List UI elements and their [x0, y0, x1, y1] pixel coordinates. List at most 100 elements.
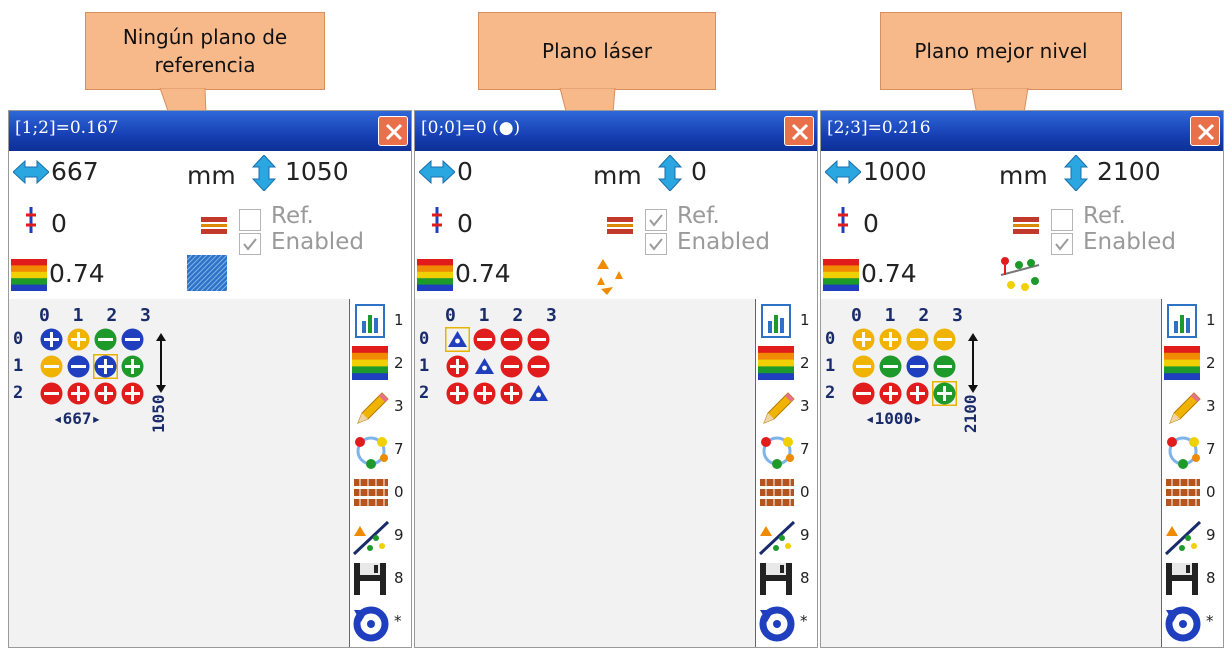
- callout-best-level-plane: Plano mejor nivel: [880, 12, 1122, 90]
- toolbar-button-save[interactable]: [758, 561, 798, 601]
- grid-cell-minus[interactable]: [499, 354, 524, 379]
- toolbar-button-ruler-stack[interactable]: [352, 475, 392, 515]
- enabled-checkbox[interactable]: [1051, 233, 1073, 255]
- grid-cell-plus[interactable]: [905, 381, 930, 406]
- toolbar-button-plane-tool[interactable]: [1164, 518, 1204, 558]
- toolbar-button-undo[interactable]: [1164, 604, 1204, 644]
- toolbar-button-report[interactable]: [758, 303, 798, 343]
- ref-checkbox[interactable]: [1051, 209, 1073, 231]
- callout-line2: referencia: [154, 53, 256, 77]
- toolbar-button-ruler-stack[interactable]: [758, 475, 798, 515]
- grid-width-label: ◂1000▸: [865, 409, 923, 428]
- grid-cell-minus[interactable]: [851, 354, 876, 379]
- grid-cell-triangle[interactable]: [472, 354, 497, 379]
- toolbar-button-report[interactable]: [352, 303, 392, 343]
- close-button[interactable]: [1190, 116, 1220, 146]
- horizontal-spacing-value[interactable]: 0: [457, 157, 473, 186]
- best-level-plane-icon[interactable]: [999, 255, 1041, 299]
- grid-cell-plus[interactable]: [445, 354, 470, 379]
- grid-cell-minus[interactable]: [472, 327, 497, 352]
- color-scale-value[interactable]: 0.74: [861, 259, 917, 288]
- grid-cell-minus[interactable]: [526, 354, 551, 379]
- grid-cell-minus[interactable]: [851, 381, 876, 406]
- toolbar-button-color-scale[interactable]: [1164, 346, 1204, 386]
- tilt-value[interactable]: 0: [863, 209, 879, 238]
- ref-checkbox[interactable]: [645, 209, 667, 231]
- grid-cell-minus[interactable]: [878, 354, 903, 379]
- grid-cell-triangle[interactable]: [526, 381, 551, 406]
- grid-cell-minus[interactable]: [120, 327, 145, 352]
- color-scale-value[interactable]: 0.74: [455, 259, 511, 288]
- grid-cell-plus[interactable]: [39, 327, 64, 352]
- grid-cell-plus[interactable]: [93, 381, 118, 406]
- toolbar-button-plane-tool[interactable]: [352, 518, 392, 558]
- callout-line1: Ningún plano de: [122, 25, 288, 49]
- toolbar-button-undo[interactable]: [758, 604, 798, 644]
- grid-cell-plus[interactable]: [472, 381, 497, 406]
- tilt-value[interactable]: 0: [51, 209, 67, 238]
- grid-cell-plus[interactable]: [92, 353, 119, 380]
- grid-cell-minus[interactable]: [932, 327, 957, 352]
- grid-cell-minus[interactable]: [93, 327, 118, 352]
- grid-cell-minus[interactable]: [905, 354, 930, 379]
- toolbar-button-pencil[interactable]: [352, 389, 392, 429]
- toolbar-button-pencil[interactable]: [758, 389, 798, 429]
- vertical-spacing-value[interactable]: 1050: [285, 157, 349, 186]
- toolbar-button-network[interactable]: [352, 432, 392, 472]
- toolbar-button-ruler-stack[interactable]: [1164, 475, 1204, 515]
- toolbar-button-save[interactable]: [352, 561, 392, 601]
- toolbar-button-plane-tool[interactable]: [758, 518, 798, 558]
- tilt-value[interactable]: 0: [457, 209, 473, 238]
- vertical-spacing-value[interactable]: 2100: [1097, 157, 1161, 186]
- horizontal-spacing-value[interactable]: 1000: [863, 157, 927, 186]
- callout-line1: Plano mejor nivel: [914, 39, 1088, 63]
- laser-plane-icon[interactable]: [593, 255, 633, 299]
- grid-cell-triangle[interactable]: [444, 326, 471, 353]
- toolbar-button-network[interactable]: [758, 432, 798, 472]
- toolbar-shortcut: 9: [800, 526, 810, 544]
- grid-cell-plus[interactable]: [445, 381, 470, 406]
- grid-cell-minus[interactable]: [39, 354, 64, 379]
- grid-cell-plus[interactable]: [120, 381, 145, 406]
- grid-cell-plus[interactable]: [878, 381, 903, 406]
- horizontal-spacing-value[interactable]: 667: [51, 157, 99, 186]
- row-label: 1: [13, 356, 24, 376]
- toolbar-button-color-scale[interactable]: [758, 346, 798, 386]
- grid-cell-minus[interactable]: [905, 327, 930, 352]
- grid-cell-plus[interactable]: [66, 381, 91, 406]
- column-labels: 0 1 2 3: [851, 305, 969, 326]
- toolbar-button-report[interactable]: [1164, 303, 1204, 343]
- grid-cell-plus[interactable]: [120, 354, 145, 379]
- toolbar-button-network[interactable]: [1164, 432, 1204, 472]
- grid-cell-plus[interactable]: [878, 327, 903, 352]
- toolbar-button-color-scale[interactable]: [352, 346, 392, 386]
- grid-cell-minus[interactable]: [526, 327, 551, 352]
- toolbar-button-pencil[interactable]: [1164, 389, 1204, 429]
- grid-cell-plus[interactable]: [499, 381, 524, 406]
- close-button[interactable]: [378, 116, 408, 146]
- toolbar-shortcut: 8: [800, 569, 810, 587]
- grid-cell-minus[interactable]: [39, 381, 64, 406]
- toolbar-button-save[interactable]: [1164, 561, 1204, 601]
- blue-hatched-plane-icon[interactable]: [150, 254, 263, 295]
- vertical-spacing-value[interactable]: 0: [691, 157, 707, 186]
- grid-cell-minus[interactable]: [66, 354, 91, 379]
- toolbar-button-undo[interactable]: [352, 604, 392, 644]
- title-bar: [2;3]=0.216: [821, 111, 1223, 151]
- grid-cell-plus[interactable]: [931, 380, 958, 407]
- grid-cell-plus[interactable]: [851, 327, 876, 352]
- grid-cell-plus[interactable]: [66, 327, 91, 352]
- grid-cell-minus[interactable]: [499, 327, 524, 352]
- close-button[interactable]: [784, 116, 814, 146]
- toolbar-shortcut: 2: [394, 354, 404, 372]
- ruler-stack-icon: [758, 479, 796, 515]
- enabled-checkbox[interactable]: [645, 233, 667, 255]
- color-scale-value[interactable]: 0.74: [49, 259, 105, 288]
- grid-cell-minus[interactable]: [932, 354, 957, 379]
- ref-checkbox[interactable]: [239, 209, 261, 231]
- enabled-checkbox[interactable]: [239, 233, 261, 255]
- row-label: 0: [825, 329, 836, 349]
